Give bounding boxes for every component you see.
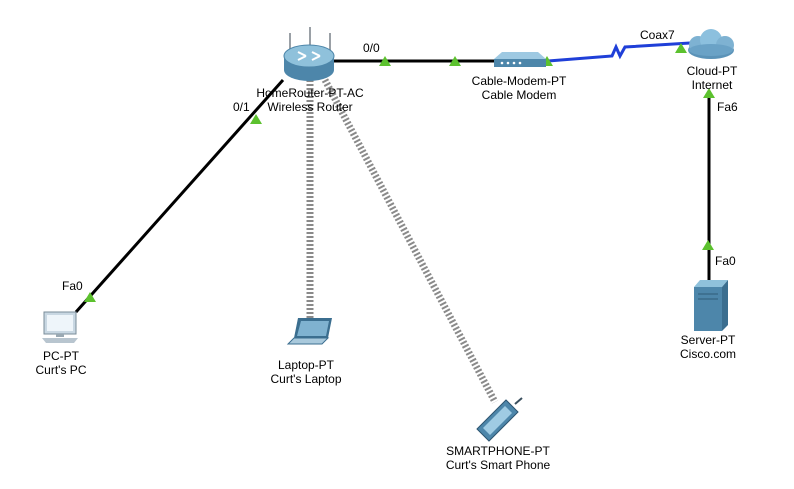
laptop-icon[interactable]	[286, 318, 332, 345]
router-model-label: HomeRouter-PT-AC	[256, 86, 364, 100]
server-model-label: Server-PT	[680, 333, 736, 347]
port-label-router-lan: 0/1	[233, 100, 250, 114]
port-label-router-wan: 0/0	[363, 41, 380, 55]
modem-name-label: Cable Modem	[481, 88, 557, 102]
pc-model-label: PC-PT	[43, 349, 79, 363]
smartphone-icon[interactable]	[476, 397, 523, 442]
port-indicator-server	[702, 240, 714, 250]
phone-name-label: Curt's Smart Phone	[445, 458, 551, 472]
port-label-server: Fa0	[715, 254, 736, 268]
port-label-cloud-fa: Fa6	[717, 100, 738, 114]
pc-name-label: Curt's PC	[35, 363, 87, 377]
port-indicator-router-lan	[250, 114, 262, 124]
port-label-pc: Fa0	[62, 279, 83, 293]
port-indicator-pc	[84, 292, 96, 302]
phone-model-label: SMARTPHONE-PT	[446, 444, 550, 458]
server-name-label: Cisco.com	[679, 347, 737, 361]
link-modem-cloud[interactable]	[547, 41, 691, 63]
laptop-model-label: Laptop-PT	[277, 358, 335, 372]
port-label-cloud-coax: Coax7	[640, 28, 675, 42]
port-indicator-router-wan	[379, 56, 391, 66]
port-indicator-cloud-fa	[703, 88, 715, 98]
router-name-label: Wireless Router	[267, 100, 353, 114]
wireless-link-phone[interactable]	[321, 78, 499, 404]
modem-model-label: Cable-Modem-PT	[471, 74, 567, 88]
cloud-name-label: Internet	[691, 78, 733, 92]
cloud-icon[interactable]	[688, 29, 734, 59]
cable-modem-icon[interactable]	[494, 52, 546, 67]
port-indicator-cloud-coax	[675, 43, 687, 53]
port-indicator-modem-eth	[449, 56, 461, 66]
router-icon[interactable]	[283, 27, 335, 81]
laptop-name-label: Curt's Laptop	[270, 372, 342, 386]
server-icon[interactable]	[694, 280, 728, 331]
cloud-model-label: Cloud-PT	[686, 64, 738, 78]
pc-icon[interactable]	[42, 311, 78, 343]
link-router-pc[interactable]	[74, 79, 285, 313]
